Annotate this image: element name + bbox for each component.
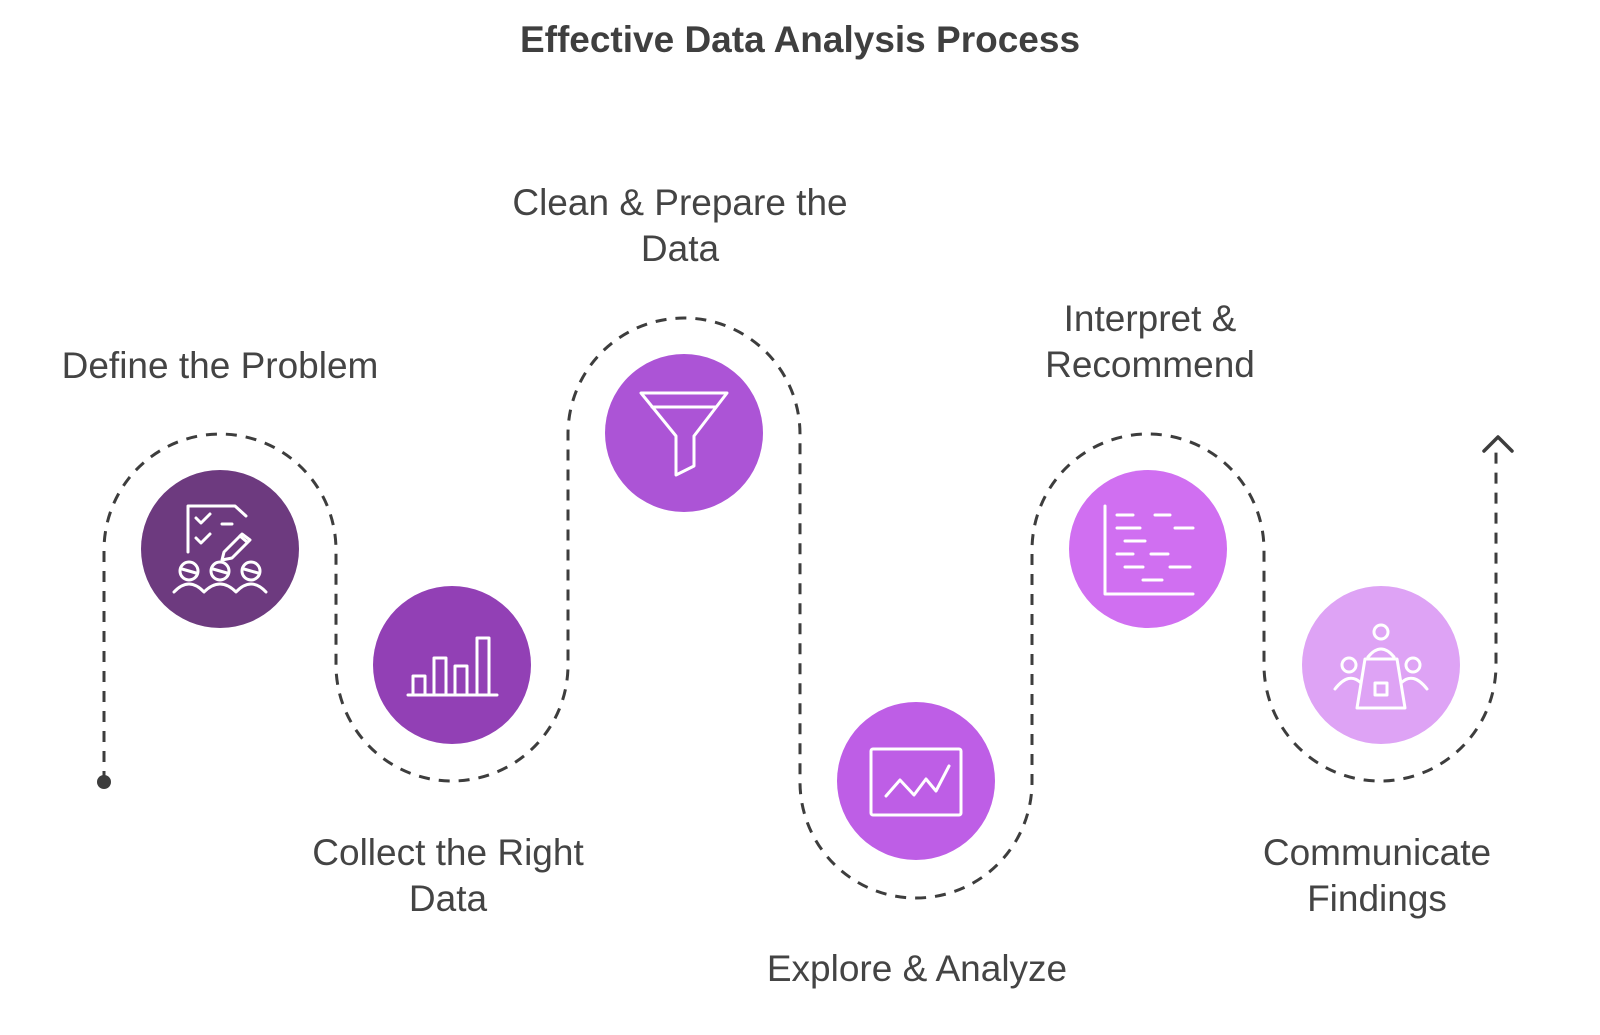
step-3-label-line: Data (641, 228, 720, 269)
diagram-title: Effective Data Analysis Process (520, 19, 1080, 60)
step-4-circle (837, 702, 995, 860)
gantt-chart-icon (1103, 504, 1195, 596)
step-1-label: Define the Problem (62, 345, 379, 386)
step-3-label-line: Clean & Prepare the (512, 182, 847, 223)
step-circles (141, 354, 1460, 860)
checklist-team-icon (172, 504, 268, 594)
path-start-dot (97, 775, 111, 789)
step-4-label-line: Explore & Analyze (767, 948, 1067, 989)
step-5-circle (1069, 470, 1227, 628)
step-5-label-line: Recommend (1045, 344, 1255, 385)
step-2-label-line: Collect the Right (312, 832, 584, 873)
step-6-label-line: Findings (1307, 878, 1447, 919)
step-3-circle (605, 354, 763, 512)
line-chart-icon (869, 747, 963, 817)
step-1-label-line: Define the Problem (62, 345, 379, 386)
step-6-circle (1302, 586, 1460, 744)
step-2-circle (373, 586, 531, 744)
step-4-label: Explore & Analyze (767, 948, 1067, 989)
funnel-icon (639, 391, 729, 477)
bar-chart-icon (406, 636, 499, 697)
step-5-label-line: Interpret & (1064, 298, 1237, 339)
step-2-label-line: Data (409, 878, 488, 919)
step-6-label-line: Communicate (1263, 832, 1491, 873)
path-end-arrow-icon (1482, 435, 1514, 453)
step-5-label: Interpret & Recommend (1045, 298, 1255, 385)
process-path (102, 316, 1498, 900)
meeting-icon (1333, 623, 1429, 710)
step-1-circle (141, 470, 299, 628)
